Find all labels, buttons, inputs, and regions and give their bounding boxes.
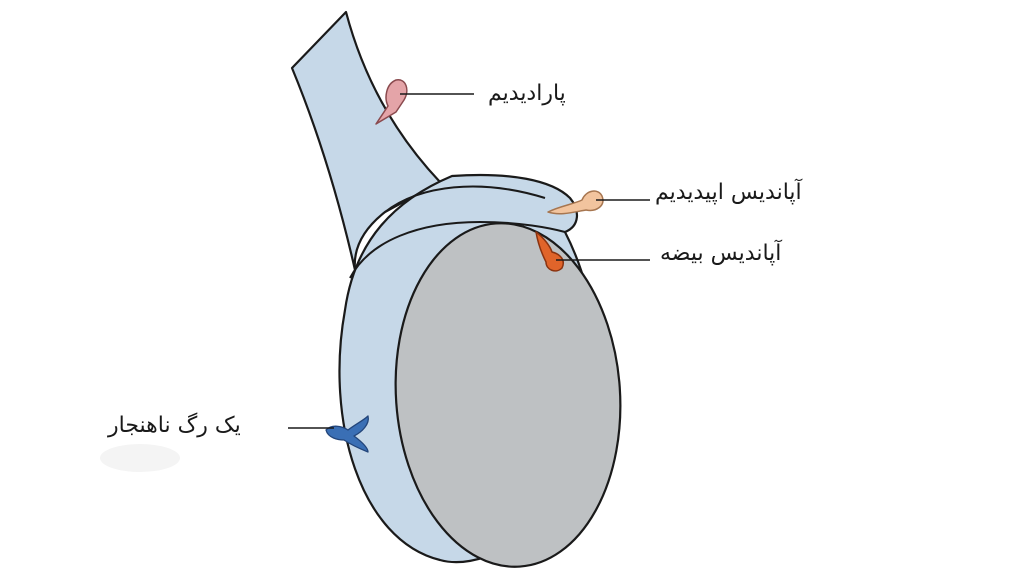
epididymis-fold — [384, 185, 546, 213]
background-smudge — [100, 444, 180, 472]
label-appendix-epididymis: آپاندیس اپیدیدیم — [655, 180, 802, 205]
paradidymis-shape — [375, 79, 408, 125]
spermatic-cord — [290, 10, 442, 272]
appendix-epididymis-shape — [547, 190, 604, 215]
aberrant-duct-shape — [325, 415, 369, 453]
label-paradidymis: پارادیدیم — [488, 81, 566, 106]
label-appendix-testis: آپاندیس بیضه — [660, 241, 782, 266]
testis — [394, 222, 622, 568]
appendix-testis-shape — [535, 231, 564, 272]
label-aberrant-duct: یک رگ ناهنجار — [108, 413, 241, 438]
epididymis-fold-inner — [349, 220, 566, 279]
